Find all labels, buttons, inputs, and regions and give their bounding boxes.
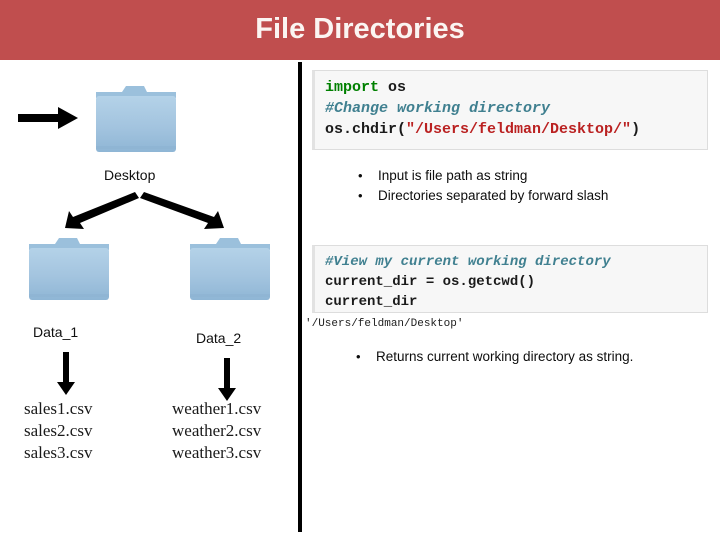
list-item: weather1.csv xyxy=(172,399,262,418)
list-item: • Input is file path as string xyxy=(358,166,658,186)
list-item: sales1.csv xyxy=(24,399,93,418)
folder-label-data-1: Data_1 xyxy=(33,324,79,340)
code-line: current_dir = os.getcwd() xyxy=(325,272,707,292)
code-token: os xyxy=(379,79,407,96)
list-item: weather2.csv xyxy=(172,421,262,440)
folder-icon-data-2 xyxy=(186,236,274,304)
code-line: import os xyxy=(325,77,707,98)
pointer-arrow-icon xyxy=(18,107,78,129)
code-line: #Change working directory xyxy=(325,98,707,119)
list-item: sales2.csv xyxy=(24,421,93,440)
branch-arrows-icon xyxy=(65,192,224,229)
code-token: "/Users/feldman/Desktop/" xyxy=(406,121,632,138)
folder-label-desktop: Desktop xyxy=(104,167,156,183)
bullet-label: Input is file path as string xyxy=(378,168,528,183)
code-token: current_dir xyxy=(325,294,418,310)
bullet-list-chdir: • Input is file path as string • Directo… xyxy=(358,166,658,206)
list-item: sales3.csv xyxy=(24,443,93,462)
panel-divider xyxy=(298,62,302,532)
code-block-getcwd: #View my current working directory curre… xyxy=(312,245,708,313)
code-token: #Change working directory xyxy=(325,100,551,117)
bullet-list-getcwd: • Returns current working directory as s… xyxy=(356,347,666,367)
list-item: • Returns current working directory as s… xyxy=(356,347,666,367)
code-block-chdir: import os #Change working directory os.c… xyxy=(312,70,708,150)
code-line: current_dir xyxy=(325,292,707,312)
title-banner: File Directories xyxy=(0,0,720,60)
code-line: os.chdir("/Users/feldman/Desktop/") xyxy=(325,119,707,140)
bullet-icon: • xyxy=(358,168,363,183)
bullet-label: Returns current working directory as str… xyxy=(376,349,634,364)
list-item: • Directories separated by forward slash xyxy=(358,186,658,206)
code-token: current_dir = os.getcwd() xyxy=(325,274,536,290)
file-list-data-2: weather1.csv weather2.csv weather3.csv xyxy=(172,398,261,464)
code-token: ) xyxy=(631,121,641,138)
folder-icon-desktop xyxy=(92,84,180,156)
code-token: import xyxy=(325,79,380,96)
code-output-getcwd: '/Users/feldman/Desktop' xyxy=(305,318,464,330)
bullet-label: Directories separated by forward slash xyxy=(378,188,609,203)
folder-icon-data-1 xyxy=(25,236,113,304)
list-item: weather3.csv xyxy=(172,443,262,462)
file-list-data-1: sales1.csv sales2.csv sales3.csv xyxy=(24,398,92,464)
code-line: #View my current working directory xyxy=(325,252,707,272)
down-arrow-icon-data-1 xyxy=(57,352,75,395)
folder-label-data-2: Data_2 xyxy=(196,330,242,346)
code-token: os.chdir( xyxy=(325,121,407,138)
page-title: File Directories xyxy=(255,13,465,45)
bullet-icon: • xyxy=(356,349,361,364)
down-arrow-icon-data-2 xyxy=(218,358,236,401)
code-token: #View my current working directory xyxy=(325,254,611,270)
bullet-icon: • xyxy=(358,188,363,203)
